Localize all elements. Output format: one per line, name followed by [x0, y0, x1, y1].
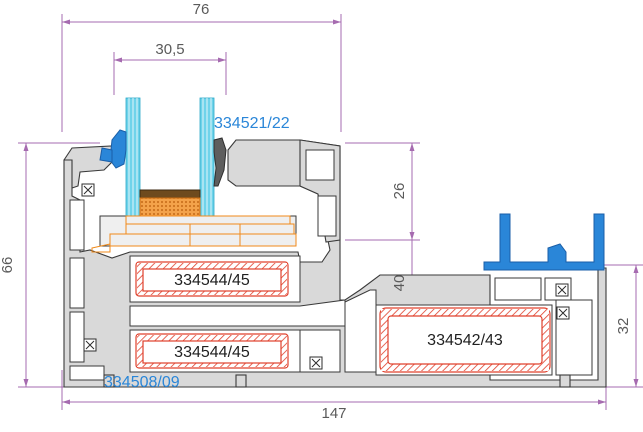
- reinforcement-upper: [135, 261, 289, 297]
- screw-icon: [83, 338, 97, 352]
- code-glass-bead: 334521/22: [214, 115, 290, 132]
- screw-icon: [555, 283, 569, 297]
- dimension-lines: [18, 14, 643, 410]
- code-lower-reinforcement: 334544/45: [174, 344, 250, 361]
- code-frame: 334508/09: [104, 374, 180, 391]
- reinforcement-right: [379, 307, 551, 373]
- screw-icon: [556, 306, 570, 320]
- screw-icon: [81, 183, 95, 197]
- screw-icon: [309, 356, 323, 370]
- reinforcement-lower: [135, 333, 289, 369]
- dim-bottom-width: 147: [321, 405, 346, 422]
- dim-glass-width: 30,5: [155, 41, 184, 58]
- screw-markers: [81, 183, 570, 370]
- glass-unit: [125, 97, 215, 217]
- dim-upper-right-height: 26: [391, 183, 408, 200]
- gaskets: [99, 129, 605, 271]
- dim-right-height: 32: [615, 318, 632, 335]
- code-right-reinforcement: 334542/43: [427, 332, 503, 349]
- dim-overall-top: 76: [193, 1, 210, 18]
- code-upper-reinforcement: 334544/45: [174, 272, 250, 289]
- setting-blocks: [91, 215, 297, 253]
- dim-middle-right-height: 40: [391, 275, 408, 292]
- dim-left-height: 66: [0, 257, 16, 274]
